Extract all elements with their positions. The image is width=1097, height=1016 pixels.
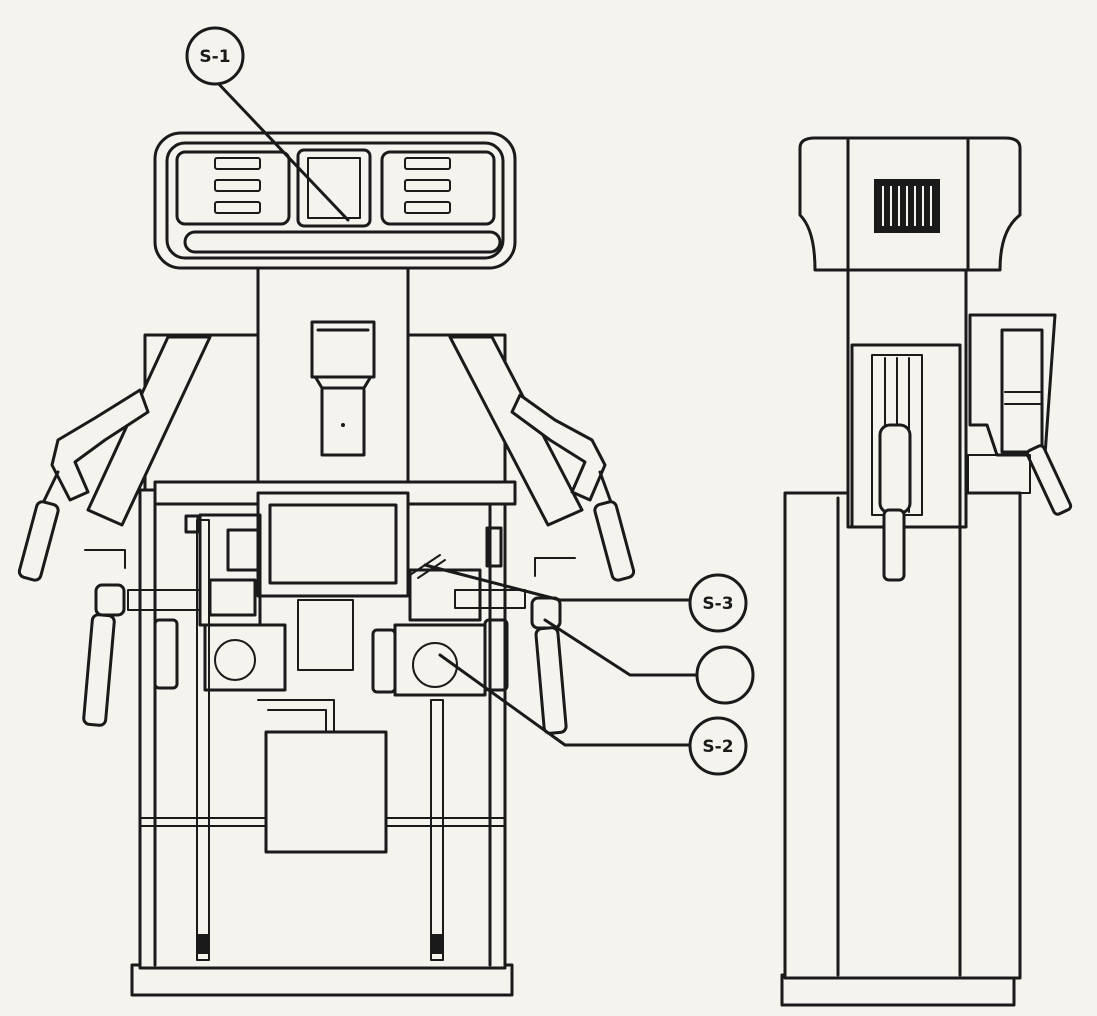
left-hose-arm <box>86 335 212 527</box>
callout-blank <box>543 618 755 705</box>
left-side-nozzle <box>82 549 126 727</box>
front-base-plinth <box>130 963 514 997</box>
side-holster-recess <box>850 343 962 529</box>
callout-s2-label: S-2 <box>702 737 733 757</box>
callout-blank-leader <box>543 618 699 677</box>
callout-s3: S-3 <box>423 563 748 633</box>
callout-s3-leader <box>423 563 692 602</box>
column-nozzle-holster <box>310 320 376 379</box>
display-bar <box>183 230 502 254</box>
right-nozzle <box>510 393 636 582</box>
side-nozzle-handle <box>878 423 912 515</box>
internal-window-frame <box>256 491 410 598</box>
pump-motor-box <box>264 730 388 854</box>
side-rear-nozzle <box>967 313 1073 516</box>
right-price-panel <box>380 150 496 226</box>
callout-blank-circle <box>695 645 755 705</box>
internal-center-box <box>297 599 354 671</box>
side-base-plinth <box>780 973 1016 1007</box>
right-meter-assembly <box>371 526 526 697</box>
display-head <box>153 131 517 270</box>
callout-s1-label: S-1 <box>199 47 230 67</box>
callout-s1-leader <box>213 78 350 222</box>
callout-s2-circle <box>688 716 748 776</box>
side-nozzle-spout <box>882 508 906 582</box>
right-side-nozzle <box>530 557 576 735</box>
callout-s2-leader <box>438 653 692 747</box>
motor-feed-pipe <box>257 699 335 733</box>
left-pipe <box>196 519 210 961</box>
callout-s2: S-2 <box>438 653 748 776</box>
side-view-dispenser <box>780 136 1073 1007</box>
callout-s3-label: S-3 <box>702 594 733 614</box>
left-price-panel <box>175 150 291 226</box>
center-column <box>256 263 410 495</box>
right-pipe <box>430 699 444 961</box>
callout-s1: S-1 <box>185 26 350 222</box>
front-view-dispenser <box>17 131 636 997</box>
center-meter-panel <box>296 148 372 228</box>
right-hose-arm <box>448 335 584 527</box>
callout-s3-circle <box>688 573 748 633</box>
callout-s1-circle <box>185 26 245 86</box>
left-nozzle <box>17 388 150 582</box>
